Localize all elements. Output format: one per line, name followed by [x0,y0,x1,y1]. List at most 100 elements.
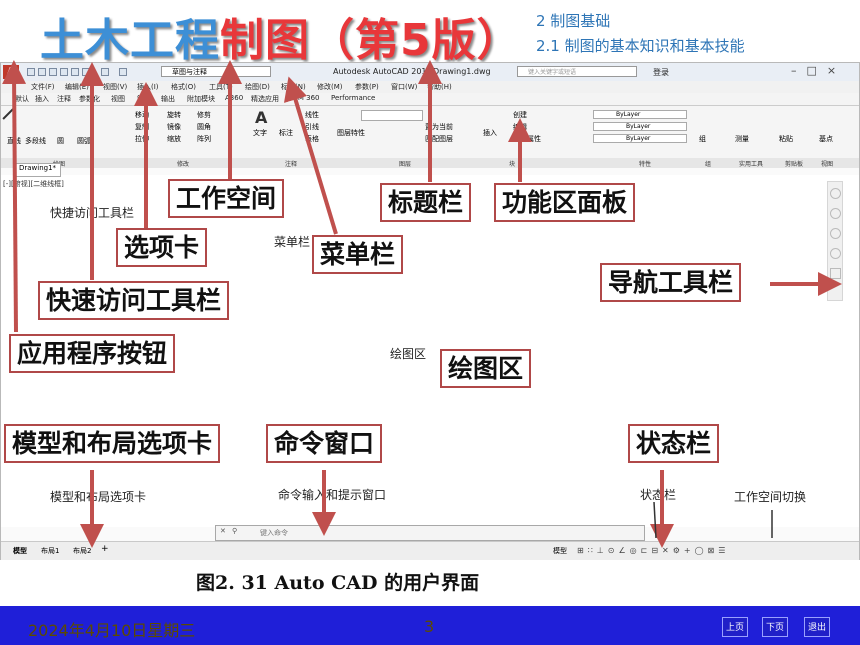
menu-help[interactable]: 帮助(H) [427,83,452,91]
tab-default[interactable]: 默认 [15,95,29,103]
measure-tool[interactable]: 测量 [735,135,749,143]
menu-window[interactable]: 窗口(W) [391,83,418,91]
hand-drawing-area: 绘图区 [390,347,427,361]
figure-caption: 图2. 31 Auto CAD 的用户界面 [196,572,480,594]
panel-title-view[interactable]: 视图 [821,161,834,168]
steering-wheel-icon[interactable] [830,188,841,199]
hand-command-window: 命令输入和提示窗口 [278,488,387,502]
set-current-layer[interactable]: 置为当前 [425,123,453,131]
panel-title-modify[interactable]: 修改 [177,161,190,168]
callout-nav-bar: 导航工具栏 [600,263,742,303]
callout-model-layout: 模型和布局选项卡 [4,424,221,464]
menu-edit[interactable]: 编辑(E) [65,83,89,91]
panel-title-layer[interactable]: 图层 [399,161,412,168]
group-tool[interactable]: 组 [699,135,706,143]
save-icon[interactable] [49,68,57,76]
panel-title-properties[interactable]: 特性 [639,161,652,168]
layer-properties[interactable]: 图层特性 [337,129,365,137]
tab-parametric[interactable]: 参数化 [79,95,100,103]
leader-tool[interactable]: 引线 [305,123,319,131]
layer-select[interactable] [361,110,423,121]
pan-icon[interactable] [830,208,841,219]
search-input[interactable]: 键入关键字或短语 [517,66,637,77]
layout-tab-model[interactable]: 模型 [13,547,27,555]
linear-tool[interactable]: 线性 [305,111,319,119]
menu-modify[interactable]: 修改(M) [317,83,343,91]
viewport-label[interactable]: [-][俯视][二维线框] [3,180,64,188]
command-close-icon[interactable]: ✕ [220,527,226,535]
dimension-tool-label[interactable]: 标注 [279,129,293,137]
tab-performance[interactable]: Performance [331,94,376,102]
block-create[interactable]: 创建 [513,111,527,119]
fillet-tool[interactable]: 圆角 [197,123,211,131]
window-controls[interactable]: –□× [791,64,847,77]
linetype-select[interactable]: ByLayer [593,122,687,131]
polyline-tool-label[interactable]: 多段线 [25,137,46,145]
prev-page-button[interactable]: 上页 [722,617,748,637]
open-icon[interactable] [38,68,46,76]
orbit-icon[interactable] [830,248,841,259]
array-tool[interactable]: 阵列 [197,135,211,143]
add-layout-icon[interactable]: + [101,544,109,554]
match-layer[interactable]: 匹配图层 [425,135,453,143]
redo-icon[interactable] [119,68,127,76]
zoom-icon[interactable] [830,228,841,239]
title-blue: 土木工程 [40,15,220,66]
menu-param[interactable]: 参数(P) [355,83,379,91]
rotate-tool[interactable]: 旋转 [167,111,181,119]
tab-output[interactable]: 输出 [161,95,175,103]
save-as-icon[interactable] [60,68,68,76]
tab-view[interactable]: 视图 [111,95,125,103]
circle-tool-label[interactable]: 圆 [57,137,64,145]
table-tool[interactable]: 表格 [305,135,319,143]
panel-title-block[interactable]: 块 [509,161,516,168]
linetype-value: ByLayer [626,123,651,130]
menu-file[interactable]: 文件(F) [31,83,55,91]
new-icon[interactable] [27,68,35,76]
copy-tool[interactable]: 复制 [135,123,149,131]
tab-a360[interactable]: A360 [225,94,244,102]
lineweight-select[interactable]: ByLayer [593,134,687,143]
color-select[interactable]: ByLayer [593,110,687,119]
workspace-select[interactable]: 草图与注释 [161,66,271,77]
slide-title: 土木工程制图（第5版） [40,4,522,68]
menu-format[interactable]: 格式(O) [171,83,196,91]
arc-tool-label[interactable]: 圆弧 [77,137,91,145]
menu-tools[interactable]: 工具(T) [209,83,233,91]
panel-title-clipboard[interactable]: 剪贴板 [785,161,804,168]
mirror-tool[interactable]: 镜像 [167,123,181,131]
title-red: 制图（第5版） [220,15,522,66]
paste-tool[interactable]: 粘贴 [779,135,793,143]
move-tool[interactable]: 移动 [135,111,149,119]
scale-tool[interactable]: 缩放 [167,135,181,143]
document-tab[interactable]: Drawing1* [15,163,61,177]
trim-tool[interactable]: 修剪 [197,111,211,119]
panel-title-annotate[interactable]: 注释 [285,161,298,168]
plot-icon[interactable] [71,68,79,76]
text-tool-icon[interactable]: A [255,108,268,127]
menu-view[interactable]: 视图(V) [103,83,128,91]
login-button[interactable]: 登录 [653,68,669,77]
status-toggles[interactable]: ⊞∷⊥⊙∠◎⊏⊟✕⚙+◯⊠☰ [577,546,730,555]
menu-draw[interactable]: 绘图(D) [245,83,270,91]
basepoint-tool[interactable]: 基点 [819,135,833,143]
tab-annotate[interactable]: 注释 [57,95,71,103]
navigation-bar[interactable] [827,181,843,301]
block-insert[interactable]: 插入 [483,129,497,137]
panel-title-utilities[interactable]: 实用工具 [739,161,764,168]
text-tool-label[interactable]: 文字 [253,129,267,137]
status-bar-line [653,501,657,539]
command-settings-icon[interactable]: ⚲ [232,527,238,535]
layout-tab-1[interactable]: 布局1 [41,547,60,555]
hand-model-layout: 模型和布局选项卡 [50,490,147,504]
callout-ribbon-panel: 功能区面板 [494,183,636,223]
tab-insert[interactable]: 插入 [35,95,49,103]
tab-addins[interactable]: 附加模块 [187,95,215,103]
next-page-button[interactable]: 下页 [762,617,788,637]
exit-button[interactable]: 退出 [804,617,830,637]
panel-title-group[interactable]: 组 [705,161,712,168]
stretch-tool[interactable]: 拉伸 [135,135,149,143]
layout-tab-2[interactable]: 布局2 [73,547,92,555]
status-model[interactable]: 模型 [553,547,567,555]
tab-featured[interactable]: 精选应用 [251,95,279,103]
